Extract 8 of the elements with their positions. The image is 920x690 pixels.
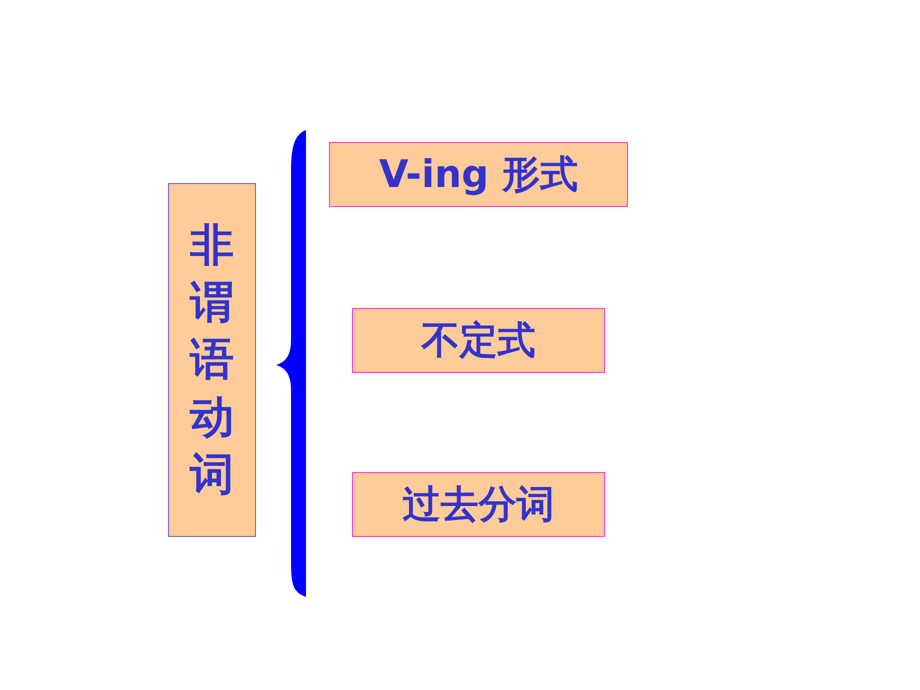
category-box	[329, 142, 628, 207]
box-text: 非谓语动词	[190, 219, 234, 502]
category-box	[352, 472, 605, 537]
category-box	[352, 308, 605, 373]
box-text: 不定式	[422, 317, 536, 364]
box-text: V-ing 形式	[379, 151, 578, 198]
box-text: 过去分词	[402, 481, 554, 528]
vertical-label-box	[168, 183, 256, 537]
